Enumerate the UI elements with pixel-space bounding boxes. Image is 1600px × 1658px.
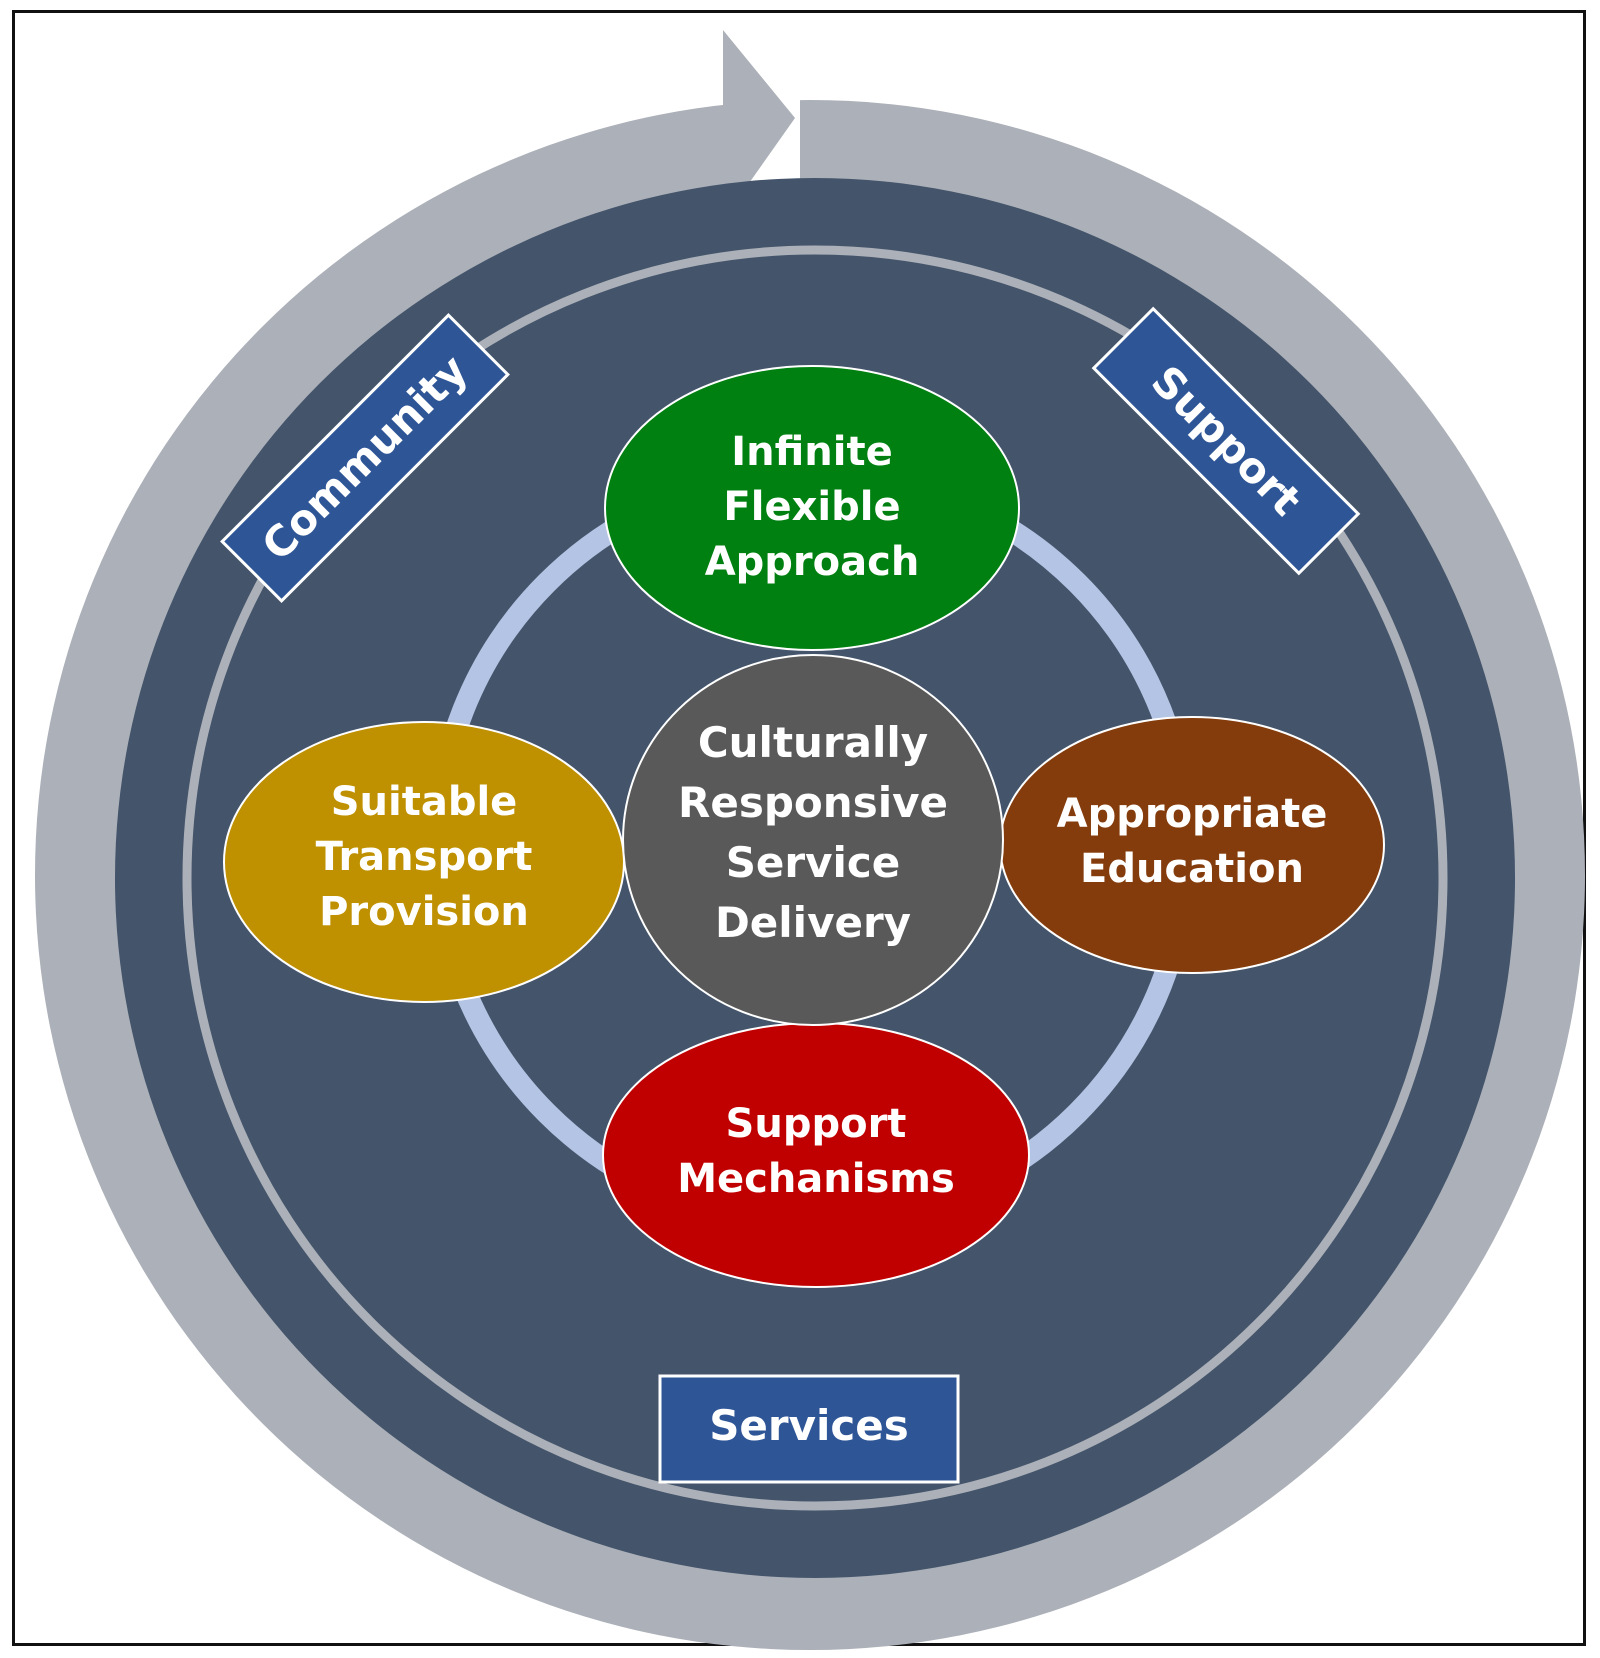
node-top-line-2: Flexible	[723, 484, 900, 530]
node-left-line-3: Provision	[319, 889, 529, 935]
node-support-mechanisms: Support Mechanisms	[602, 1022, 1030, 1288]
node-top-line-1: Infinite	[731, 429, 892, 475]
node-right-line-2: Education	[1080, 846, 1304, 892]
services-label-box: Services	[658, 1374, 960, 1484]
center-line-2: Responsive	[678, 778, 948, 827]
node-left-line-1: Suitable	[331, 779, 518, 825]
node-top-line-3: Approach	[705, 539, 920, 585]
center-line-1: Culturally	[698, 718, 928, 767]
node-bottom-line-1: Support	[726, 1101, 907, 1147]
center-line-3: Service	[726, 838, 901, 887]
arrow-head	[723, 30, 795, 220]
node-appropriate-education: Appropriate Education	[999, 716, 1385, 974]
inner-ring	[182, 245, 1448, 1511]
node-infinite-flexible-approach: Infinite Flexible Approach	[604, 365, 1020, 651]
services-label: Services	[709, 1401, 909, 1450]
support-label-box: Support	[1091, 306, 1361, 576]
center-line-4: Delivery	[715, 898, 911, 947]
node-bottom-line-2: Mechanisms	[677, 1156, 955, 1202]
node-suitable-transport-provision: Suitable Transport Provision	[223, 721, 625, 1003]
node-culturally-responsive-service-delivery: Culturally Responsive Service Delivery	[622, 654, 1004, 1026]
node-left-line-2: Transport	[316, 834, 533, 880]
node-right-line-1: Appropriate	[1057, 791, 1328, 837]
